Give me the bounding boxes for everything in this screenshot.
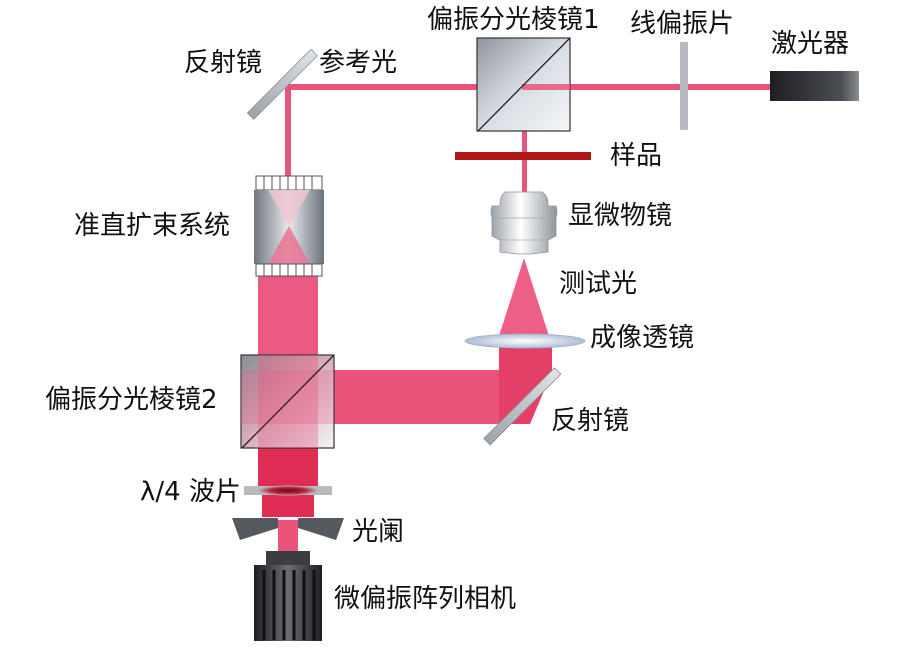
label-pbs2: 偏振分光棱镜2: [45, 385, 218, 415]
objective-lens: [490, 191, 558, 255]
label-quarter-wave: λ/4 波片: [140, 477, 241, 507]
label-mirror-top: 反射镜: [184, 48, 262, 78]
label-pbs1: 偏振分光棱镜1: [427, 5, 600, 35]
collimator-assembly: [254, 175, 324, 277]
label-laser: 激光器: [771, 29, 849, 59]
label-camera: 微偏振阵列相机: [334, 584, 516, 614]
label-sample: 样品: [610, 141, 662, 171]
linear-polarizer-plate: [680, 42, 688, 130]
label-test-light: 测试光: [559, 269, 637, 299]
sample-slab: [455, 152, 591, 160]
beam-test-horizontal: [330, 370, 530, 424]
beam-to-camera: [278, 520, 298, 554]
beam-reference-down: [285, 84, 291, 184]
beam-to-aperture: [262, 495, 314, 517]
beam-test-cone: [499, 258, 549, 336]
label-mirror-bottom: 反射镜: [551, 406, 629, 436]
laser-body: [770, 71, 859, 101]
label-collimator: 准直扩束系统: [74, 211, 230, 241]
label-reference-light: 参考光: [319, 48, 397, 78]
label-imaging-lens: 成像透镜: [590, 323, 694, 353]
mirror-bottom-element: [483, 367, 562, 446]
mirror-top-element: [246, 48, 318, 120]
quarter-wave-plate: [244, 485, 332, 496]
label-linear-polarizer: 线偏振片: [630, 9, 734, 39]
label-objective: 显微物镜: [568, 201, 672, 231]
imaging-lens-element: [464, 333, 586, 349]
label-aperture: 光阑: [352, 517, 404, 547]
beam-test-column: [499, 344, 552, 424]
beam-paths: [258, 84, 773, 554]
pbs1-cube: [476, 37, 571, 132]
pbs2-cube: [240, 354, 335, 449]
beam-test-down: [522, 130, 527, 192]
beam-combined: [258, 446, 318, 486]
polarization-camera: [254, 551, 322, 641]
aperture-stop: [232, 518, 344, 540]
